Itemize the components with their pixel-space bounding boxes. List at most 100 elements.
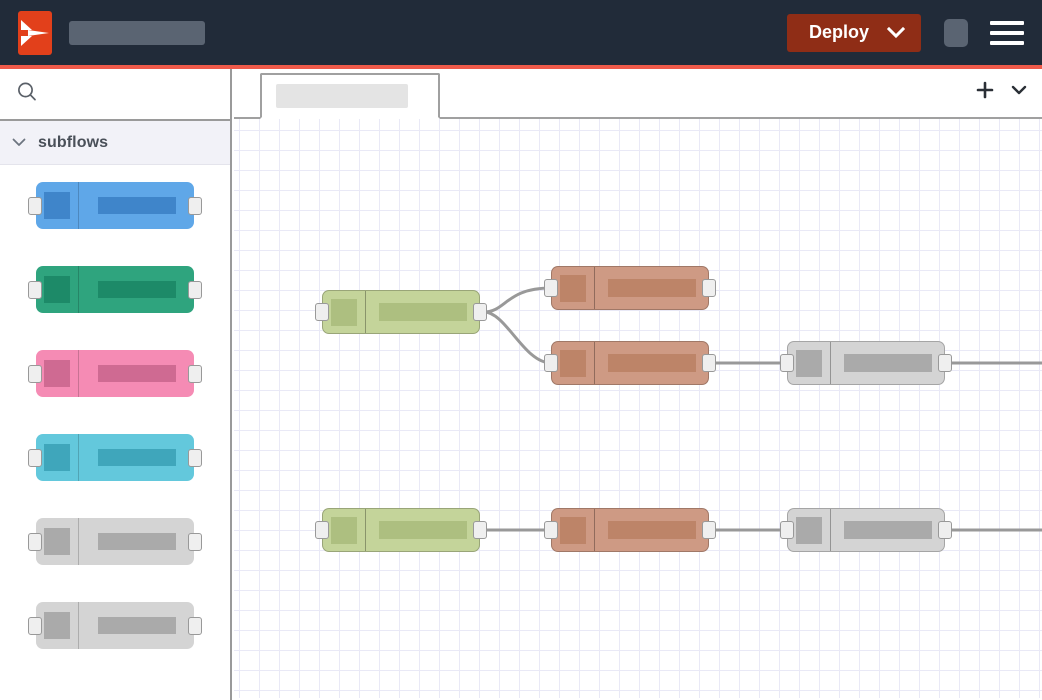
node-body (79, 434, 194, 481)
flow-tabbar (234, 69, 1042, 119)
node-output-port[interactable] (702, 354, 716, 372)
node-label-placeholder (97, 281, 176, 298)
node-output-port[interactable] (188, 616, 202, 635)
node-type-icon (796, 516, 822, 544)
node-type-icon (44, 444, 70, 471)
wire-green1-to-orange1[interactable] (483, 286, 552, 314)
tab-actions (976, 81, 1028, 99)
search-input[interactable] (48, 86, 230, 102)
node-icon-cell (36, 602, 79, 649)
node-body (831, 342, 944, 384)
node-type-icon (44, 528, 70, 555)
node-body (366, 291, 479, 333)
flow-node-green-2[interactable] (315, 508, 487, 552)
flow-node-green-1[interactable] (315, 290, 487, 334)
node-output-port[interactable] (188, 532, 202, 551)
node-icon-cell (36, 266, 79, 313)
node-input-port[interactable] (544, 279, 558, 297)
node-label-placeholder (97, 197, 176, 214)
flow-node-orange-1[interactable] (544, 266, 716, 310)
node-input-port[interactable] (28, 280, 42, 299)
chevron-down-icon[interactable] (12, 138, 26, 147)
header-accent-bar (0, 65, 1042, 69)
node-input-port[interactable] (544, 354, 558, 372)
node-icon-cell (36, 350, 79, 397)
node-input-port[interactable] (780, 521, 794, 539)
node-body (595, 342, 708, 384)
node-label-placeholder (607, 521, 696, 539)
deploy-button[interactable]: Deploy (786, 13, 921, 52)
node-input-port[interactable] (28, 616, 42, 635)
node-output-port[interactable] (473, 521, 487, 539)
node-output-port[interactable] (473, 303, 487, 321)
flow-node-grey-2[interactable] (780, 508, 952, 552)
wire-green1-to-orange2[interactable] (483, 310, 552, 365)
palette-node-pink[interactable] (28, 350, 202, 397)
flow-canvas-grid[interactable] (234, 119, 1042, 698)
plus-icon[interactable] (976, 81, 994, 99)
node-output-port[interactable] (938, 521, 952, 539)
node-output-port[interactable] (188, 196, 202, 215)
node-type-icon (44, 192, 70, 219)
node-input-port[interactable] (315, 303, 329, 321)
node-output-port[interactable] (188, 364, 202, 383)
tab-label-placeholder (276, 84, 408, 108)
node-icon-cell (552, 342, 595, 384)
palette-node-grey-1[interactable] (28, 518, 202, 565)
deploy-button-label: Deploy (808, 22, 869, 42)
node-type-icon (44, 360, 70, 387)
flow-wires-layer (483, 286, 1042, 532)
node-input-port[interactable] (544, 521, 558, 539)
node-output-port[interactable] (188, 280, 202, 299)
node-type-icon (44, 612, 70, 639)
palette-node-list (0, 165, 230, 649)
node-label-placeholder (97, 533, 176, 550)
node-red-logo-icon[interactable] (18, 10, 52, 55)
node-label-placeholder (607, 354, 696, 372)
flow-node-orange-2[interactable] (544, 341, 716, 385)
node-input-port[interactable] (28, 196, 42, 215)
node-body (366, 509, 479, 551)
node-input-port[interactable] (315, 521, 329, 539)
palette-node-grey-2[interactable] (28, 602, 202, 649)
node-label-placeholder (97, 365, 176, 382)
node-label-placeholder (843, 521, 932, 539)
palette-search-row[interactable] (0, 69, 230, 121)
node-body (831, 509, 944, 551)
palette-category-subflows[interactable]: subflows (0, 121, 230, 165)
hamburger-menu-icon[interactable] (990, 18, 1024, 48)
node-label-placeholder (378, 521, 467, 539)
flow-node-orange-3[interactable] (544, 508, 716, 552)
node-output-port[interactable] (938, 354, 952, 372)
node-icon-cell (323, 509, 366, 551)
node-input-port[interactable] (28, 532, 42, 551)
node-icon-cell (323, 291, 366, 333)
node-output-port[interactable] (702, 521, 716, 539)
node-body (79, 518, 194, 565)
node-output-port[interactable] (188, 448, 202, 467)
node-icon-cell (788, 342, 831, 384)
node-icon-cell (36, 182, 79, 229)
flow-title-placeholder (69, 20, 205, 45)
flow-node-grey-1[interactable] (780, 341, 952, 385)
node-icon-cell (552, 509, 595, 551)
chevron-down-icon[interactable] (1010, 84, 1028, 96)
chevron-down-icon[interactable] (887, 26, 905, 39)
node-type-icon (796, 349, 822, 377)
tab-active-flow[interactable] (260, 73, 440, 119)
node-input-port[interactable] (28, 364, 42, 383)
palette-node-green[interactable] (28, 266, 202, 313)
node-input-port[interactable] (780, 354, 794, 372)
search-icon[interactable] (16, 81, 38, 108)
node-body (79, 266, 194, 313)
node-body (595, 509, 708, 551)
palette-node-blue[interactable] (28, 182, 202, 229)
node-type-icon (560, 274, 586, 302)
node-label-placeholder (97, 449, 176, 466)
node-type-icon (44, 276, 70, 303)
palette-node-cyan[interactable] (28, 434, 202, 481)
node-input-port[interactable] (28, 448, 42, 467)
user-menu-placeholder[interactable] (944, 18, 968, 47)
node-output-port[interactable] (702, 279, 716, 297)
